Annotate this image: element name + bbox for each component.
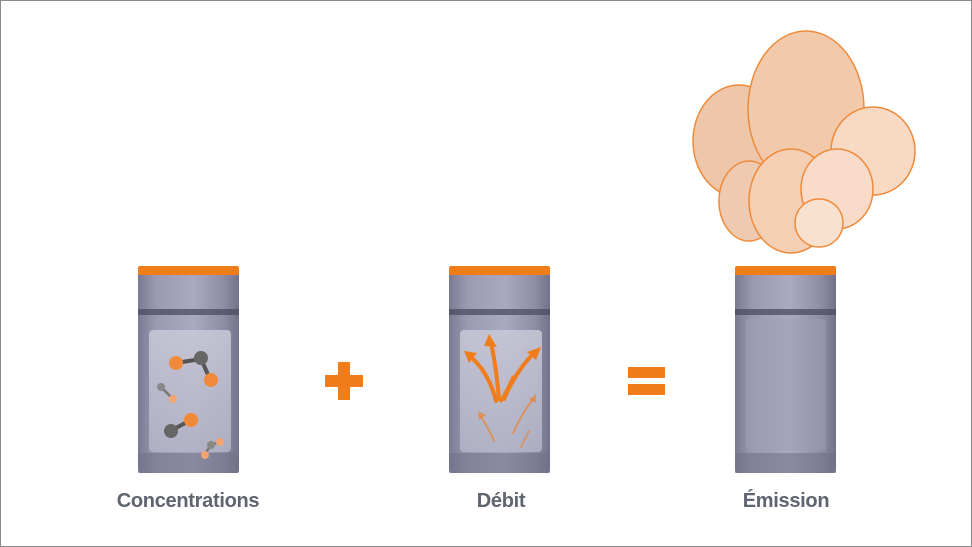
canister-with-molecules-icon [138,266,239,473]
equals-icon [628,367,665,395]
smoke-cloud [693,31,915,253]
label-concentrations: Concentrations [78,490,298,513]
canister-with-smoke-icon [693,31,915,473]
label-emission: Émission [676,490,896,513]
canister-with-flow-arrows-icon [449,266,550,473]
plus-icon [325,362,363,400]
label-debit: Débit [391,490,611,513]
